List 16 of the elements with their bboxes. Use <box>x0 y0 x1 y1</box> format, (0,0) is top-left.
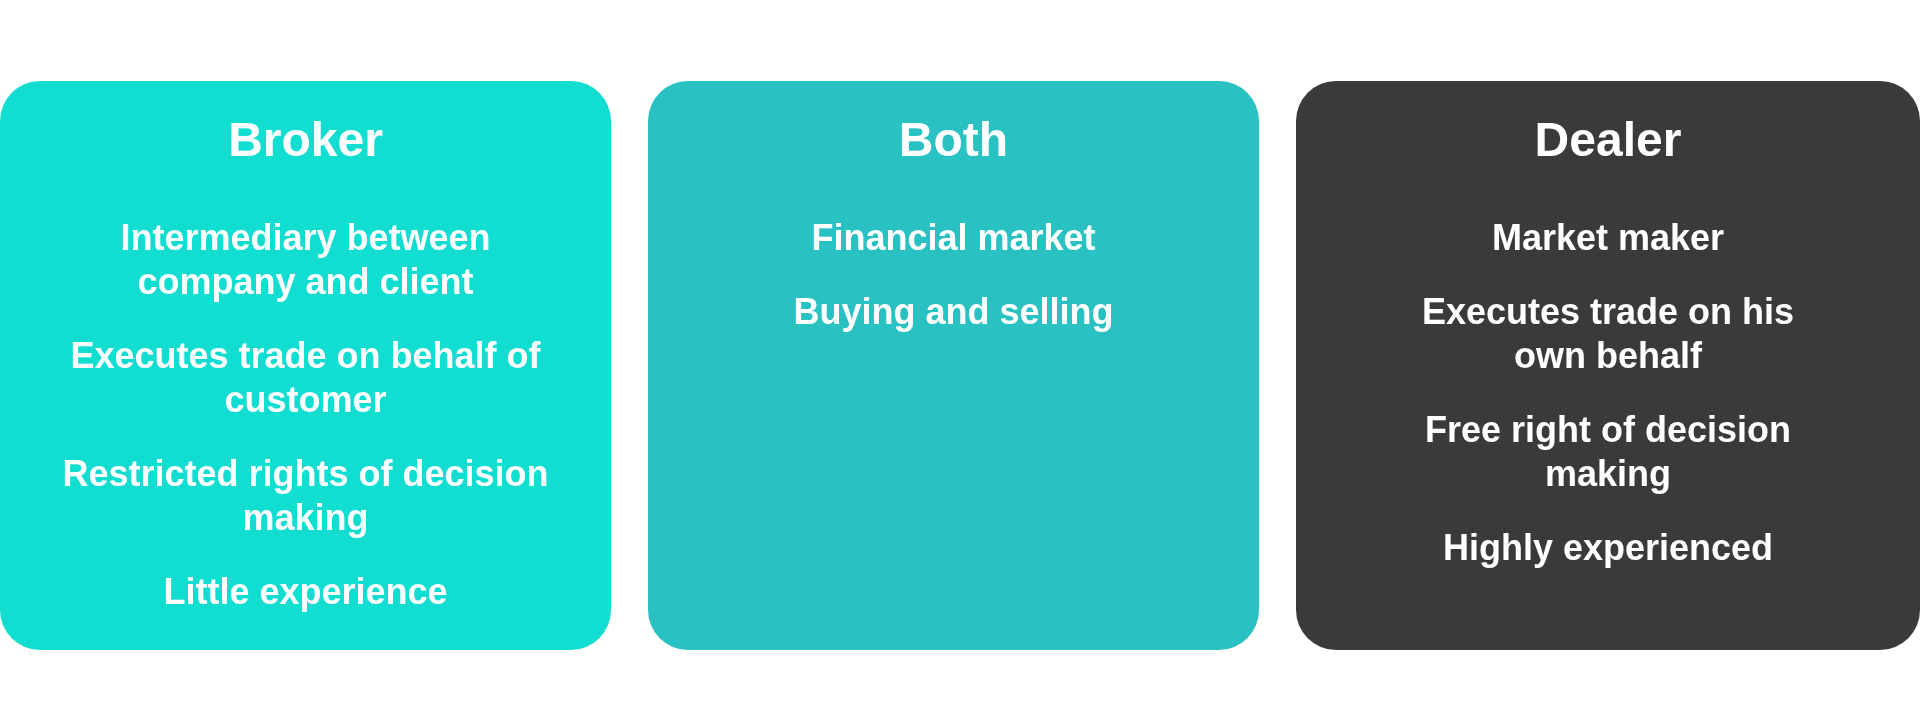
card <box>0 81 611 650</box>
card-text: Executes trade on behalf of customer <box>69 334 542 422</box>
card-title: Dealer <box>1534 112 1682 168</box>
card-text: Intermediary between company and client <box>119 216 492 304</box>
card-text: Market maker <box>1491 216 1725 260</box>
card-text: Restricted rights of decision making <box>61 452 550 540</box>
card-title: Broker <box>228 112 383 168</box>
card-text: Little experience <box>163 570 448 614</box>
card-text: Free right of decision making <box>1423 408 1792 496</box>
card <box>648 81 1259 650</box>
card <box>1296 81 1920 650</box>
card-text: Financial market <box>811 216 1096 260</box>
card-text: Executes trade on his own behalf <box>1420 290 1796 378</box>
card-text: Buying and selling <box>793 290 1114 334</box>
card-title: Both <box>898 112 1009 168</box>
card-text: Highly experienced <box>1442 526 1774 570</box>
